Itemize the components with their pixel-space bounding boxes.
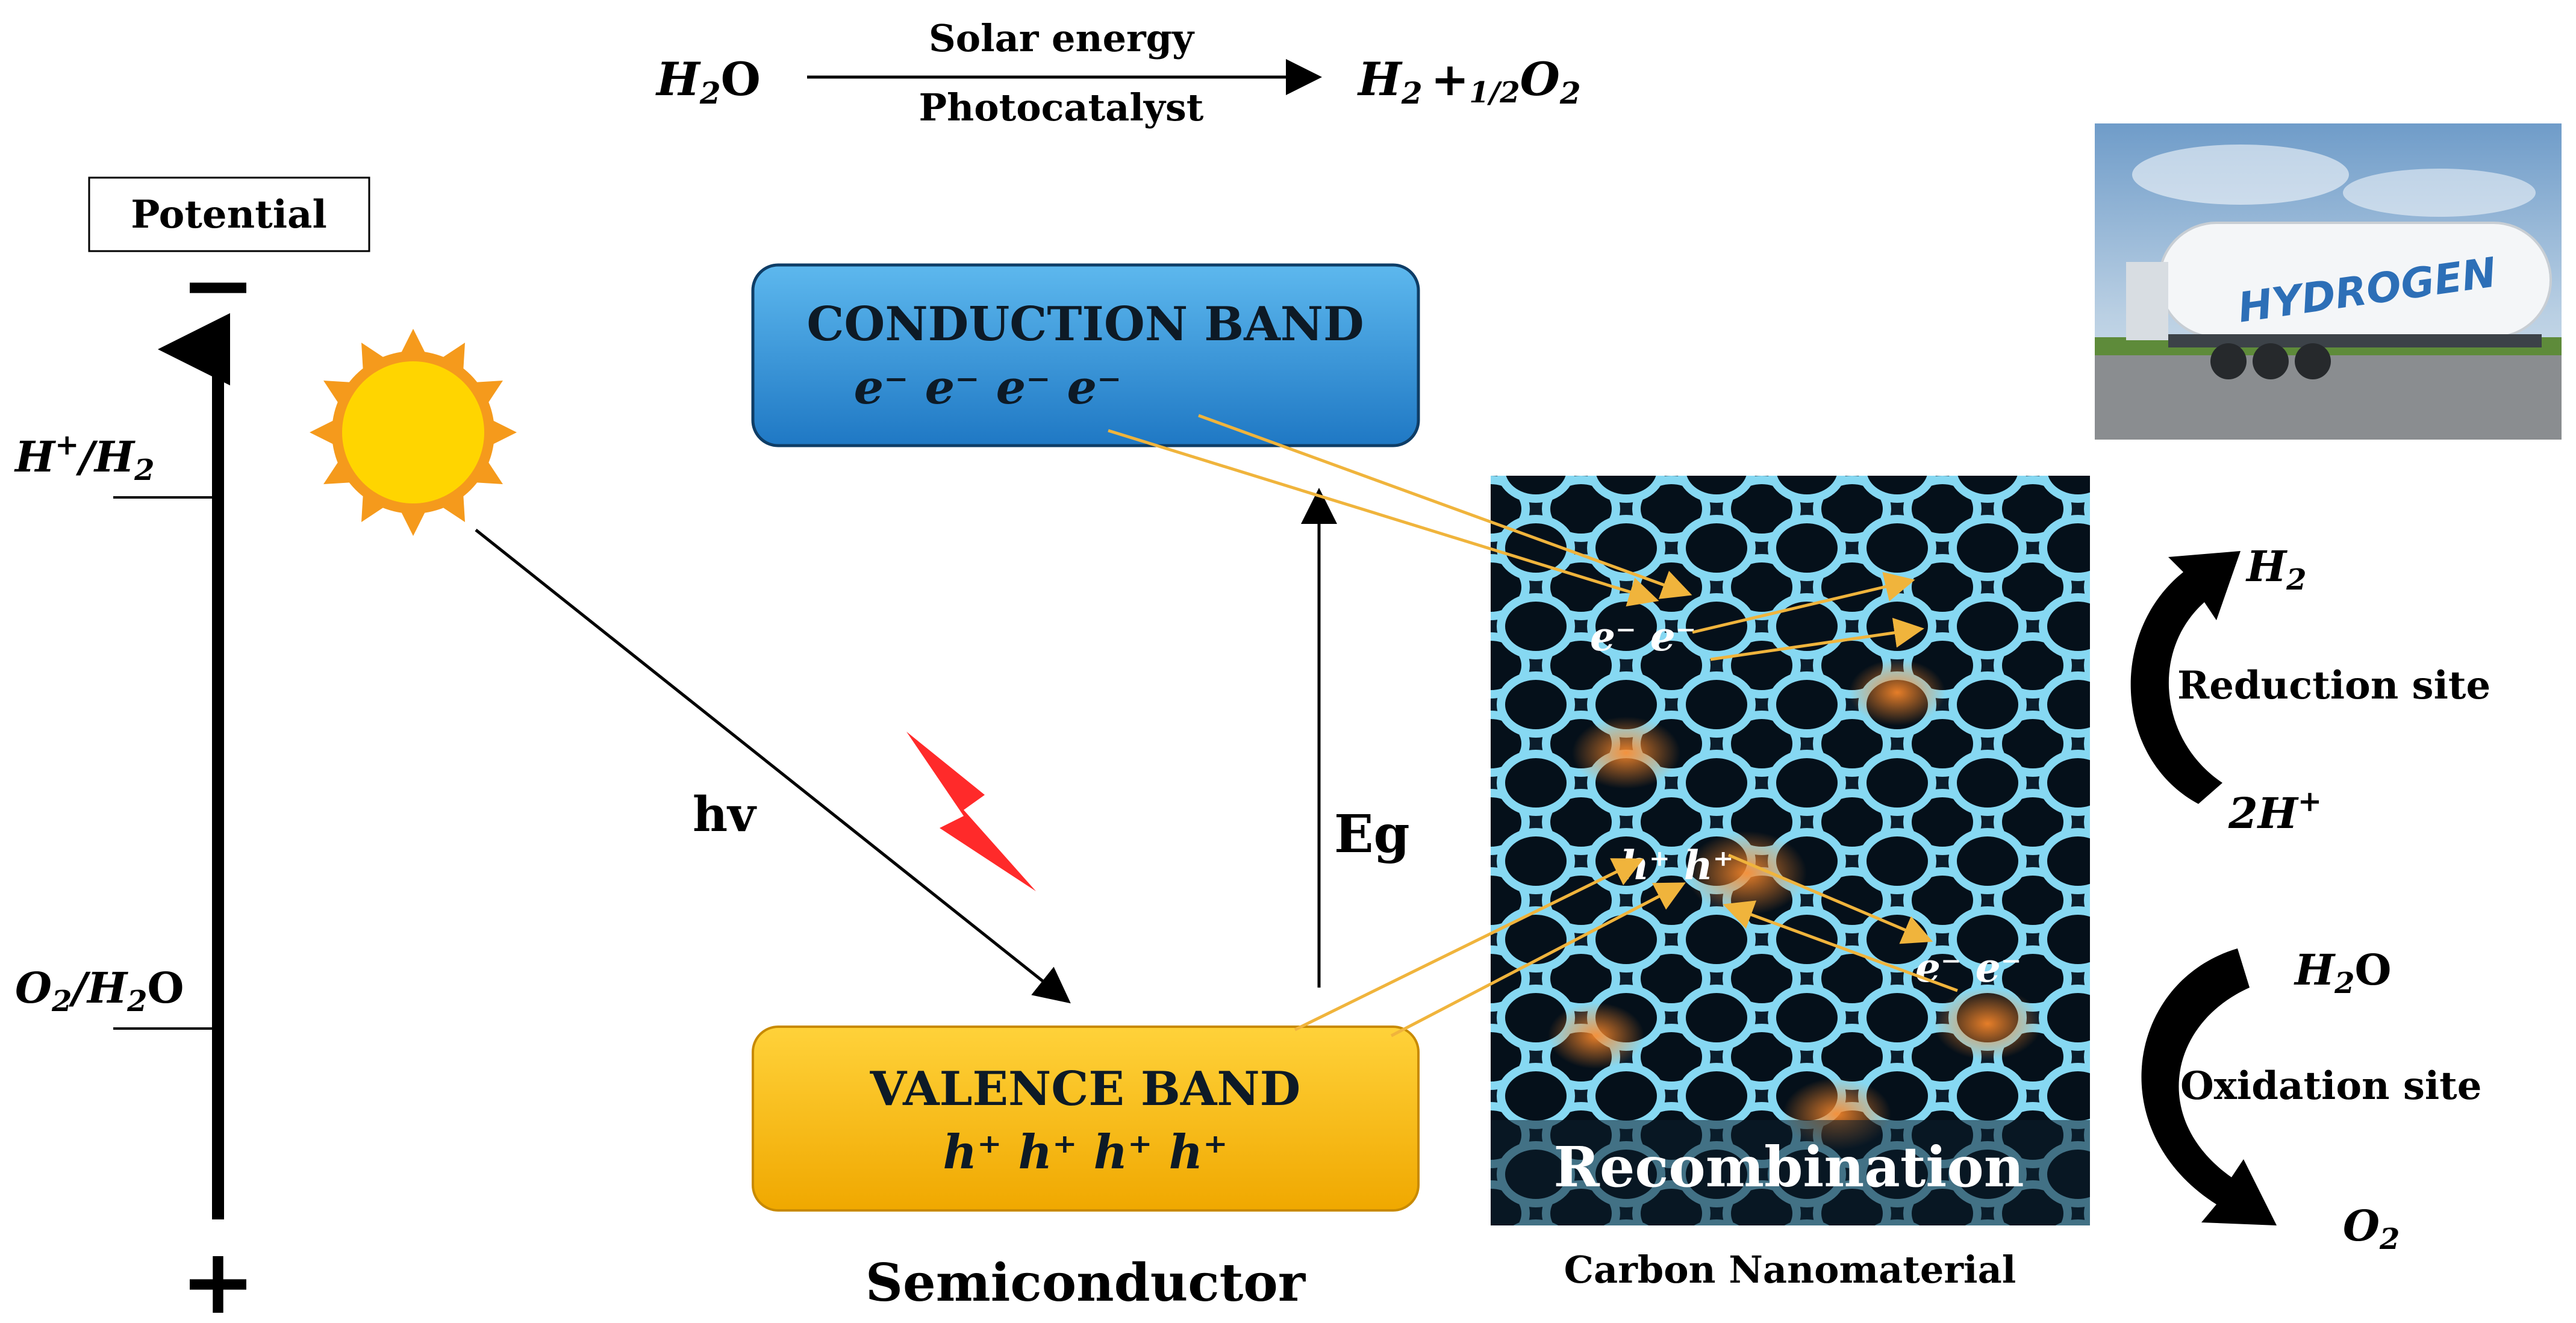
valence-band-title: VALENCE BAND: [870, 1062, 1301, 1116]
reduction-curved-arrow: [2130, 551, 2241, 804]
equation-reactant: H2O: [655, 52, 761, 111]
recombination-arrow-1: [1728, 853, 1933, 944]
oxidation-site-label: Oxidation site: [2180, 1063, 2481, 1109]
equation-product: H2+1/2O2: [1357, 52, 1581, 111]
electron-arrow-4: [1710, 617, 1924, 661]
valence-band: VALENCE BAND h⁺ h⁺ h⁺ h⁺: [752, 1026, 1420, 1212]
reduction-product: H2: [2245, 541, 2307, 597]
potential-negative-sign: −: [180, 233, 256, 338]
conduction-band-title: CONDUCTION BAND: [806, 297, 1364, 352]
recombination-label: Recombination: [1553, 1135, 2024, 1200]
potential-label: Potential: [131, 192, 327, 237]
electron-arrow-3: [1692, 571, 1915, 634]
oxidation-product: O2: [2343, 1201, 2400, 1256]
oxidation-reactant: H2O: [2294, 945, 2392, 1000]
o-level-label: O2/H2O: [15, 963, 184, 1018]
equation-arrow-bottom: Photocatalyst: [919, 86, 1204, 129]
reduction-site: H2 Reduction site 2H+: [2130, 541, 2490, 838]
h-level-label: H+/H2: [14, 428, 154, 487]
potential-axis: Potential − + H+/H2 O2/H2O: [14, 176, 370, 1323]
semiconductor-label: Semiconductor: [865, 1253, 1306, 1313]
electron-arrow-2: [1198, 414, 1692, 599]
valence-band-holes: h⁺ h⁺ h⁺ h⁺: [943, 1125, 1228, 1180]
photon-label: hv: [693, 786, 757, 842]
hole-arrow-1: [1294, 858, 1644, 1032]
electron-arrow-1: [1108, 429, 1659, 607]
potential-label-box: [88, 176, 370, 252]
potential-positive-sign: +: [180, 1230, 256, 1323]
nanomaterial-electrons-bottom: e⁻ e⁻: [1915, 944, 2022, 991]
band-gap-label: Eg: [1334, 804, 1410, 865]
recombination-arrow-2: [1723, 900, 1958, 992]
conduction-band-electrons: e⁻ e⁻ e⁻ e⁻: [854, 360, 1122, 415]
sun-icon: [310, 329, 517, 536]
reduction-reactant: 2H+: [2228, 785, 2322, 838]
nanomaterial-caption: Carbon Nanomaterial: [1564, 1248, 2016, 1292]
hydrogen-tanker-photo: HYDROGEN: [2095, 123, 2562, 440]
reaction-equation: H2O Solar energy Photocatalyst H2+1/2O2: [655, 16, 1581, 129]
oxidation-site: H2O Oxidation site O2: [2141, 945, 2481, 1256]
conduction-band: CONDUCTION BAND e⁻ e⁻ e⁻ e⁻: [751, 263, 1420, 447]
oxidation-curved-arrow: [2141, 948, 2277, 1225]
nanomaterial-holes: h⁺ h⁺: [1620, 842, 1734, 889]
equation-arrow-top: Solar energy: [929, 16, 1195, 60]
photon-arrow: [475, 529, 1071, 1004]
carbon-nanomaterial-image: e⁻ e⁻ h⁺ h⁺ e⁻ e⁻ Recombination: [1491, 476, 2090, 1225]
hole-arrow-2: [1390, 882, 1686, 1038]
nanomaterial-electrons-top: e⁻ e⁻: [1590, 613, 1697, 660]
carrier-transfer-arrows: [1108, 414, 1958, 1038]
reduction-site-label: Reduction site: [2177, 663, 2490, 708]
lightning-icon: [906, 732, 1036, 891]
